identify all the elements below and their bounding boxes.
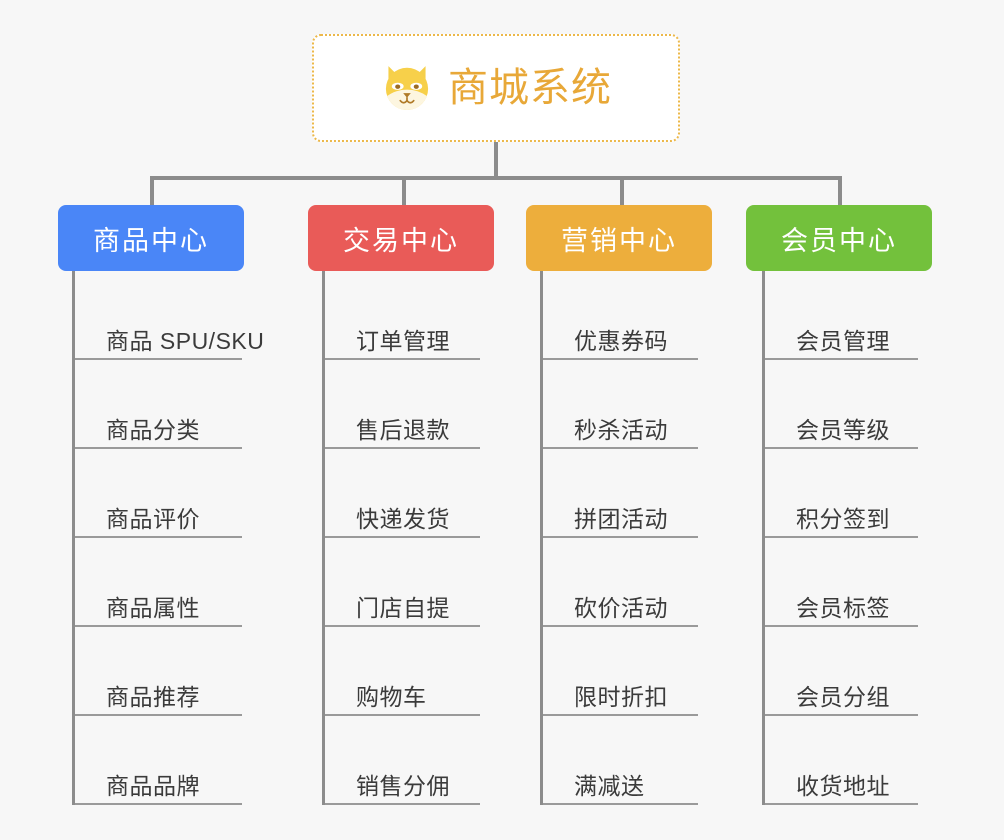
list-item[interactable]: 商品推荐 <box>75 627 242 716</box>
leaf-label: 订单管理 <box>356 327 450 354</box>
list-item[interactable]: 商品属性 <box>75 538 242 627</box>
list-item[interactable]: 会员分组 <box>765 627 918 716</box>
list-item[interactable]: 满减送 <box>543 716 698 805</box>
category-header-trade[interactable]: 交易中心 <box>308 205 494 271</box>
category-header-member[interactable]: 会员中心 <box>746 205 932 271</box>
leaf-label: 积分签到 <box>796 505 890 532</box>
leaf-label: 快递发货 <box>356 505 450 532</box>
connector-drop-trade <box>402 176 406 208</box>
list-item[interactable]: 销售分佣 <box>325 716 480 805</box>
list-item[interactable]: 订单管理 <box>325 271 480 360</box>
list-item[interactable]: 收货地址 <box>765 716 918 805</box>
category-column-member: 会员中心 会员管理 会员等级 积分签到 会员标签 会员分组 收货地址 <box>746 205 932 805</box>
list-item[interactable]: 购物车 <box>325 627 480 716</box>
list-item[interactable]: 门店自提 <box>325 538 480 627</box>
leaf-label: 商品评价 <box>106 505 200 532</box>
list-item[interactable]: 会员等级 <box>765 360 918 449</box>
list-item[interactable]: 拼团活动 <box>543 449 698 538</box>
category-label-member: 会员中心 <box>781 225 897 256</box>
leaf-label: 销售分佣 <box>356 772 450 799</box>
leaf-list-marketing: 优惠券码 秒杀活动 拼团活动 砍价活动 限时折扣 满减送 <box>540 271 698 805</box>
leaf-list-member: 会员管理 会员等级 积分签到 会员标签 会员分组 收货地址 <box>762 271 918 805</box>
leaf-label: 商品 SPU/SKU <box>106 327 265 354</box>
leaf-label: 商品推荐 <box>106 683 200 710</box>
list-item[interactable]: 商品 SPU/SKU <box>75 271 264 360</box>
leaf-label: 商品品牌 <box>106 772 200 799</box>
leaf-label: 满减送 <box>574 772 645 799</box>
list-item[interactable]: 会员管理 <box>765 271 918 360</box>
root-node[interactable]: 商城系统 <box>312 34 680 142</box>
list-item[interactable]: 优惠券码 <box>543 271 698 360</box>
list-item[interactable]: 积分签到 <box>765 449 918 538</box>
category-header-marketing[interactable]: 营销中心 <box>526 205 712 271</box>
list-item[interactable]: 商品分类 <box>75 360 242 449</box>
connector-drop-product <box>150 176 154 208</box>
leaf-label: 限时折扣 <box>574 683 668 710</box>
leaf-label: 秒杀活动 <box>574 416 668 443</box>
connector-root-stem <box>494 142 498 178</box>
leaf-label: 优惠券码 <box>574 327 668 354</box>
category-label-product: 商品中心 <box>93 225 209 256</box>
list-item[interactable]: 商品品牌 <box>75 716 242 805</box>
leaf-label: 会员管理 <box>796 327 890 354</box>
leaf-label: 门店自提 <box>356 594 450 621</box>
category-column-product: 商品中心 商品 SPU/SKU 商品分类 商品评价 商品属性 商品推荐 商品品牌 <box>58 205 264 805</box>
category-header-product[interactable]: 商品中心 <box>58 205 244 271</box>
list-item[interactable]: 商品评价 <box>75 449 242 538</box>
list-item[interactable]: 快递发货 <box>325 449 480 538</box>
list-item[interactable]: 会员标签 <box>765 538 918 627</box>
category-column-marketing: 营销中心 优惠券码 秒杀活动 拼团活动 砍价活动 限时折扣 满减送 <box>526 205 712 805</box>
category-label-marketing: 营销中心 <box>561 225 677 256</box>
category-label-trade: 交易中心 <box>343 225 459 256</box>
leaf-label: 售后退款 <box>356 416 450 443</box>
leaf-list-trade: 订单管理 售后退款 快递发货 门店自提 购物车 销售分佣 <box>322 271 480 805</box>
list-item[interactable]: 限时折扣 <box>543 627 698 716</box>
root-label: 商城系统 <box>448 66 612 110</box>
connector-bus <box>150 176 842 180</box>
connector-drop-marketing <box>620 176 624 208</box>
leaf-label: 购物车 <box>356 683 427 710</box>
leaf-label: 收货地址 <box>796 772 890 799</box>
leaf-label: 会员标签 <box>796 594 890 621</box>
shiba-dog-face-icon <box>385 66 429 110</box>
leaf-label: 商品分类 <box>106 416 200 443</box>
leaf-label: 会员等级 <box>796 416 890 443</box>
list-item[interactable]: 售后退款 <box>325 360 480 449</box>
list-item[interactable]: 砍价活动 <box>543 538 698 627</box>
leaf-label: 会员分组 <box>796 683 890 710</box>
leaf-label: 拼团活动 <box>574 505 668 532</box>
leaf-label: 砍价活动 <box>574 594 668 621</box>
category-column-trade: 交易中心 订单管理 售后退款 快递发货 门店自提 购物车 销售分佣 <box>308 205 494 805</box>
list-item[interactable]: 秒杀活动 <box>543 360 698 449</box>
connector-drop-member <box>838 176 842 208</box>
leaf-label: 商品属性 <box>106 594 200 621</box>
leaf-list-product: 商品 SPU/SKU 商品分类 商品评价 商品属性 商品推荐 商品品牌 <box>72 271 264 805</box>
